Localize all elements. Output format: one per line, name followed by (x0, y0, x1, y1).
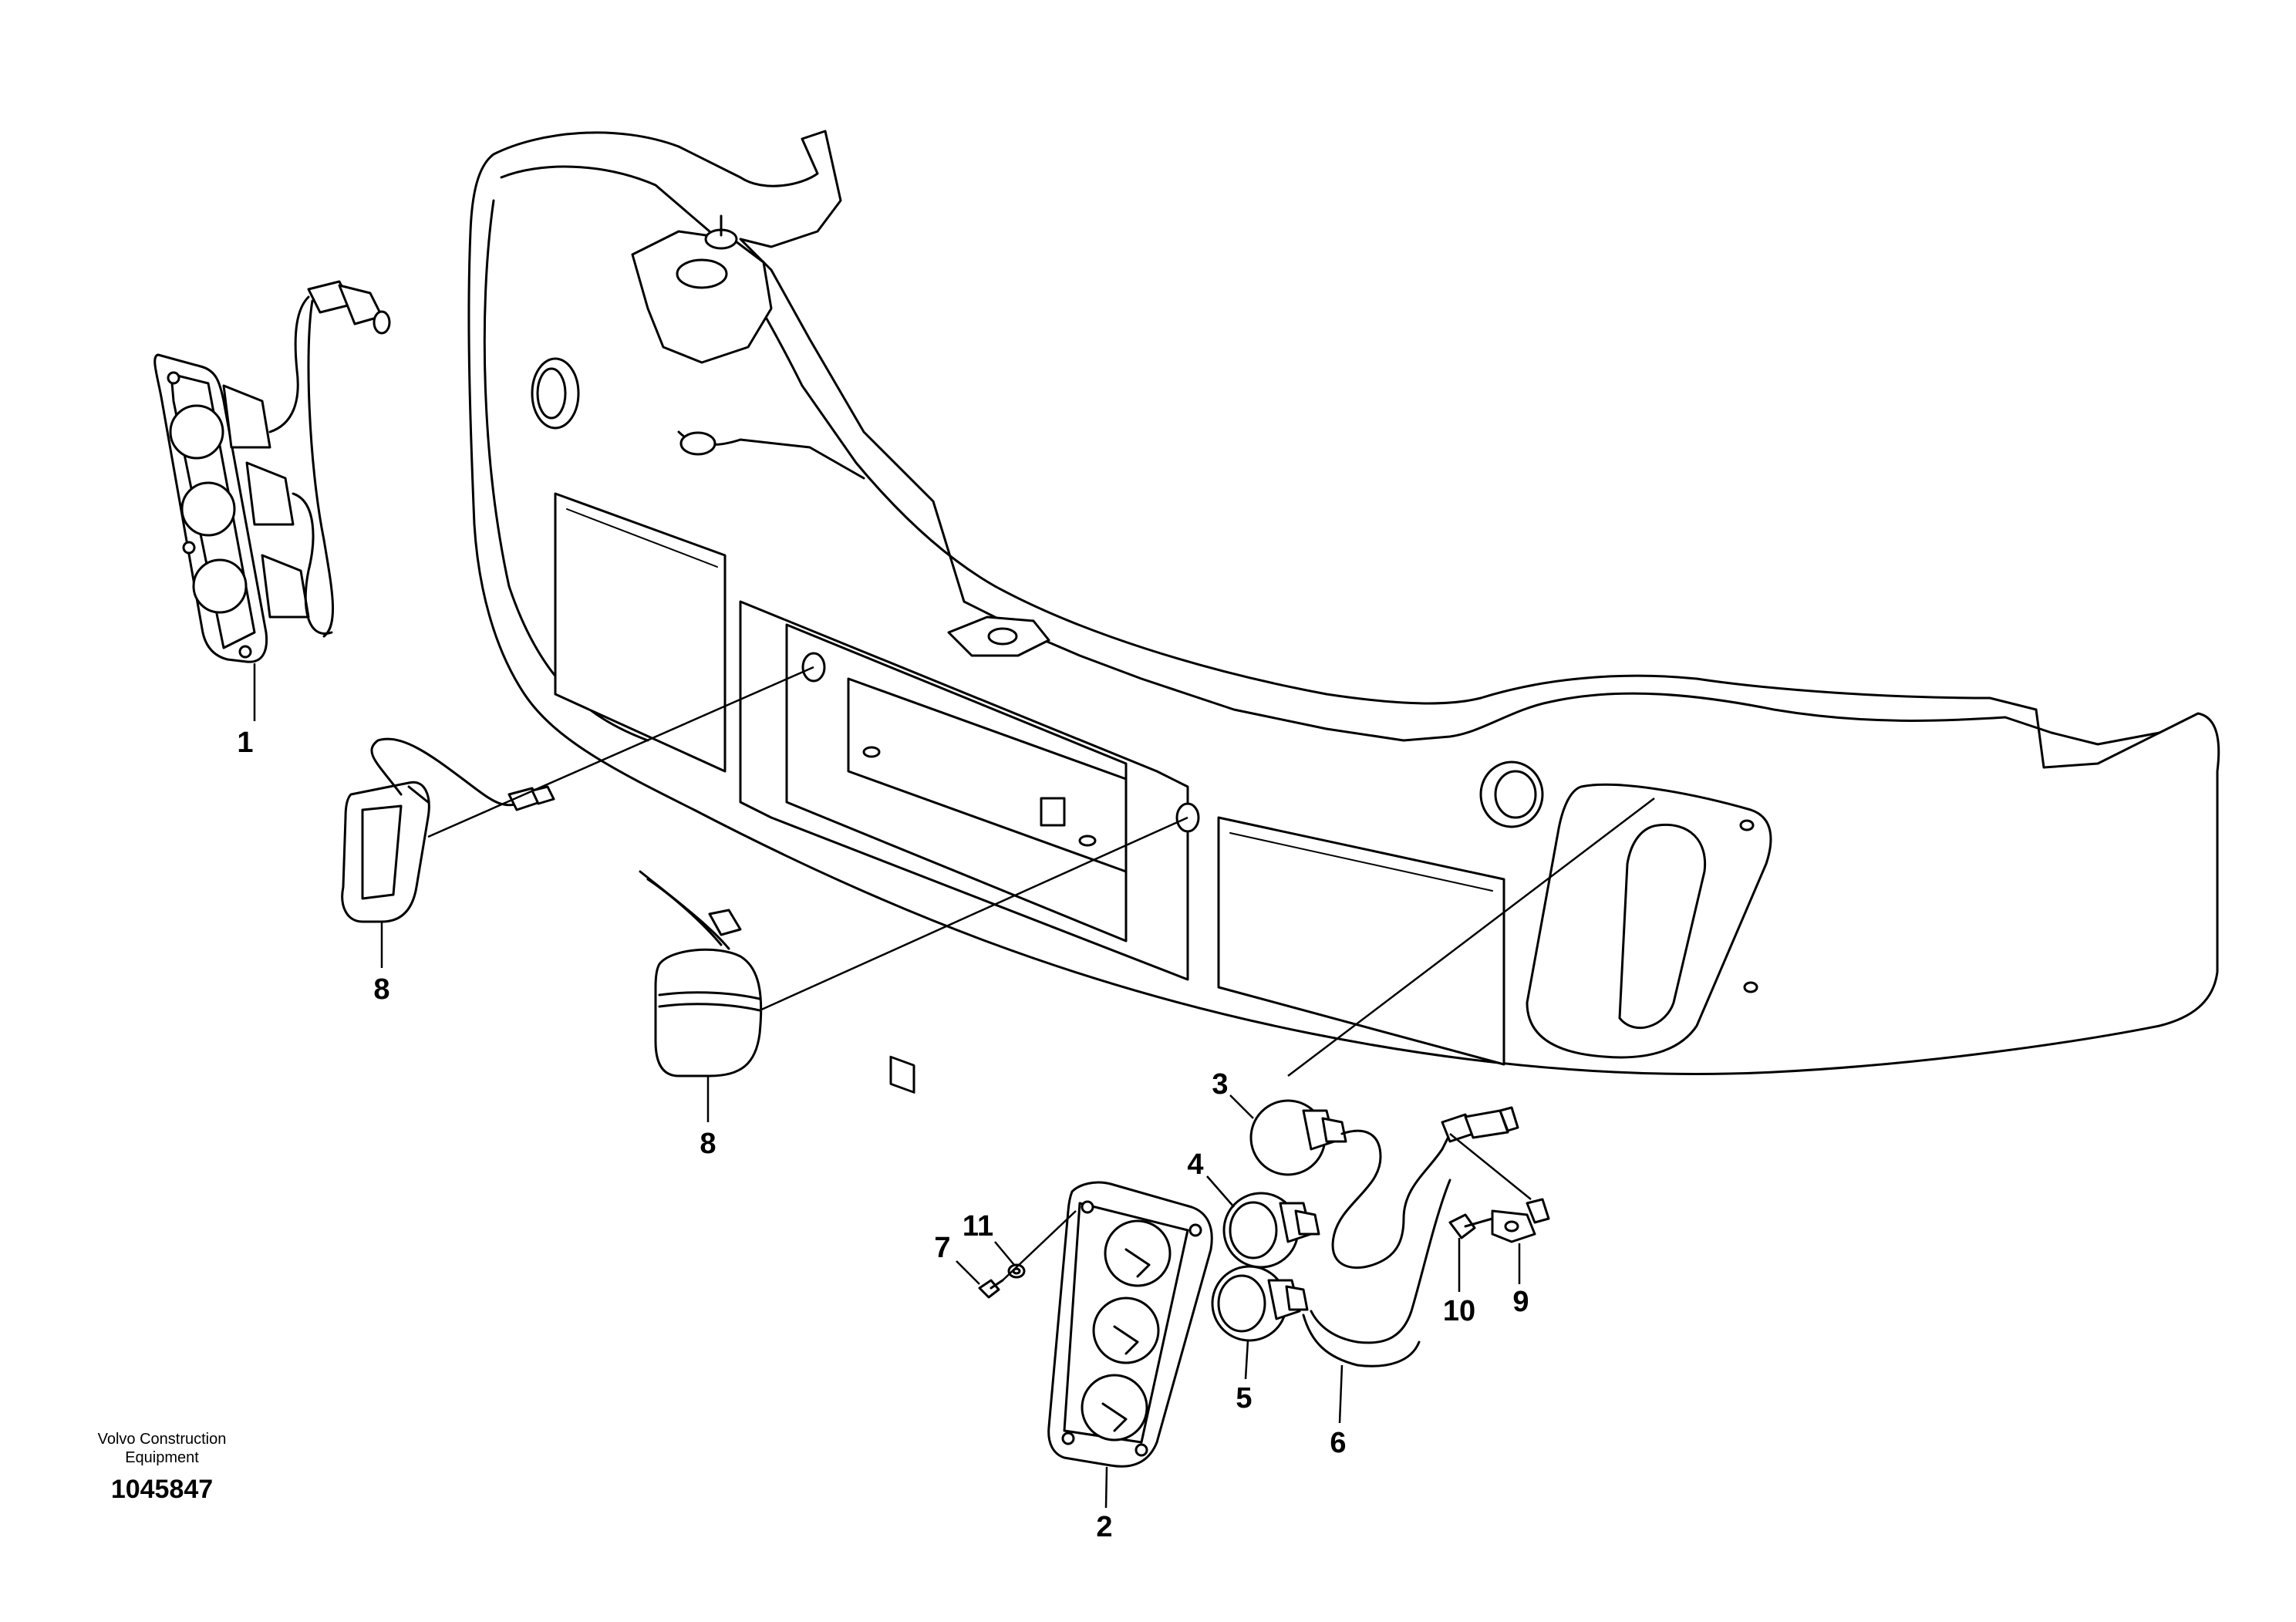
callout-2: 2 (1096, 1511, 1112, 1543)
drawing-number: 1045847 (111, 1475, 213, 1504)
callout-7: 7 (934, 1232, 950, 1264)
callout-4: 4 (1187, 1148, 1203, 1181)
leader-lamp-group-to-recess (1287, 798, 1655, 1077)
callout-5: 5 (1236, 1382, 1252, 1415)
brand-line-2: Equipment (125, 1449, 199, 1466)
part-8-tail-lamp-upper (341, 666, 814, 923)
part-6-wire-harness (1302, 1106, 1519, 1367)
callout-6: 6 (1330, 1427, 1346, 1459)
part-10-bolt (1448, 1213, 1494, 1239)
callout-11: 11 (963, 1210, 993, 1243)
callout-8-upper: 8 (373, 973, 389, 1006)
part-5-lamp (1211, 1265, 1309, 1342)
part-7-screw (978, 1279, 1004, 1299)
part-9-bracket (1449, 1133, 1550, 1243)
callout-3: 3 (1212, 1068, 1228, 1101)
part-1-light-panel-assembly (153, 280, 391, 663)
counterweight (467, 130, 2220, 1094)
drawing-footer: Volvo Construction Equipment 1045847 (98, 1431, 227, 1504)
callout-10: 10 (1443, 1295, 1475, 1327)
callouts: 1 8 8 3 4 11 7 10 9 5 6 2 (237, 663, 1529, 1543)
brand-line-1: Volvo Construction (98, 1431, 227, 1448)
callout-1: 1 (237, 727, 253, 759)
callout-9: 9 (1512, 1286, 1529, 1318)
part-8-lamp-lower (639, 816, 1188, 1077)
part-4-lamp (1222, 1192, 1320, 1269)
leader-fastener-axis (1002, 1210, 1077, 1281)
part-3-lamp (1249, 1099, 1347, 1176)
part-2-cover-plate (1047, 1181, 1213, 1468)
callout-8-lower: 8 (700, 1128, 716, 1160)
